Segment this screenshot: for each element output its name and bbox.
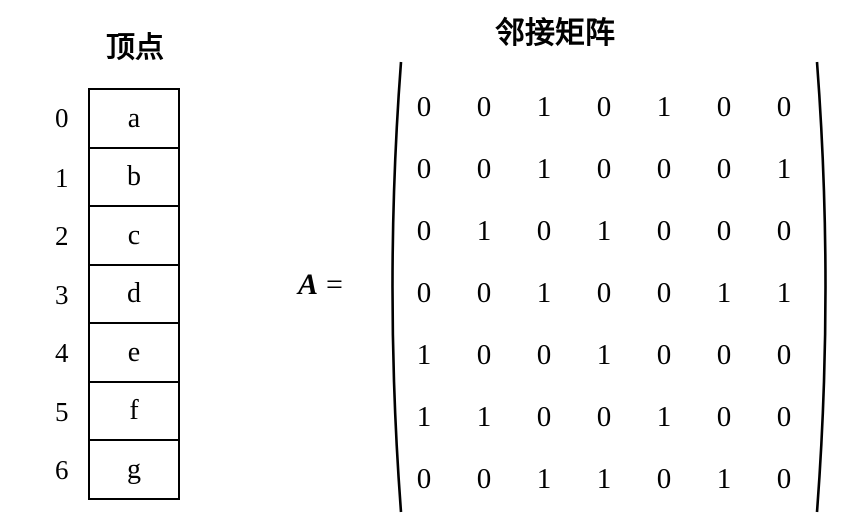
vertex-cell: e <box>88 322 180 383</box>
matrix-cell-2-3: 1 <box>596 214 612 247</box>
matrix-cell-4-5: 0 <box>716 338 732 371</box>
vertex-index: 0 <box>55 103 69 133</box>
matrix-cell-3-0: 0 <box>416 276 432 309</box>
matrix-cell-3-3: 0 <box>596 276 612 309</box>
matrix-cell-2-4: 0 <box>656 214 672 247</box>
vertex-table-title: 顶点 <box>105 32 164 64</box>
matrix-cell-3-2: 1 <box>536 276 552 309</box>
right-parenthesis-glyph <box>815 61 827 513</box>
matrix-variable: A <box>298 268 319 301</box>
vertex-index: 5 <box>55 396 69 427</box>
vertex-cell: g <box>88 439 180 500</box>
matrix-cell-6-0: 0 <box>416 462 432 495</box>
matrix-cell-2-2: 0 <box>536 214 552 247</box>
matrix-cell-5-5: 0 <box>716 400 732 433</box>
matrix-cell-4-0: 1 <box>416 338 432 371</box>
matrix-cell-6-5: 1 <box>716 462 732 495</box>
matrix-cell-6-1: 0 <box>476 462 492 495</box>
matrix-cell-2-1: 1 <box>476 214 492 247</box>
vertex-cell: b <box>88 146 180 208</box>
matrix-cell-6-2: 1 <box>536 462 552 495</box>
matrix-cell-3-6: 1 <box>776 276 792 309</box>
vertex-cell: d <box>88 263 180 325</box>
vertex-index: 6 <box>55 455 69 486</box>
matrix-cell-1-1: 0 <box>476 152 492 185</box>
matrix-cell-1-4: 0 <box>656 152 672 185</box>
matrix-cell-0-5: 0 <box>716 90 732 123</box>
matrix-cell-0-4: 1 <box>656 90 672 123</box>
vertex-cell: c <box>88 205 180 266</box>
left-parenthesis-glyph <box>391 61 403 513</box>
matrix-cell-0-0: 0 <box>416 90 432 123</box>
matrix-cell-2-0: 0 <box>416 214 432 247</box>
matrix-cell-5-6: 0 <box>776 400 792 433</box>
matrix-cell-4-4: 0 <box>656 338 672 371</box>
matrix-cell-5-3: 0 <box>596 400 612 433</box>
matrix-cell-6-6: 0 <box>776 462 792 495</box>
matrix-grid: 0 0 1 0 1 0 0 0 0 1 0 0 0 1 0 1 0 1 0 0 0 0 0 1 0 0 1 1 1 0 0 1 0 0 0 1 1 0 0 1… <box>394 76 814 510</box>
matrix-cell-2-6: 0 <box>776 214 792 247</box>
matrix-cell-1-3: 0 <box>596 152 612 185</box>
matrix-cell-3-1: 0 <box>476 276 492 309</box>
vertex-index: 4 <box>55 338 69 369</box>
matrix-cell-4-3: 1 <box>596 338 612 371</box>
matrix-cell-4-2: 0 <box>536 338 552 371</box>
matrix-cell-5-4: 1 <box>656 400 672 433</box>
matrix-cell-1-0: 0 <box>416 152 432 185</box>
vertex-index: 2 <box>55 221 69 252</box>
matrix-cell-1-5: 0 <box>716 152 732 185</box>
vertex-index: 3 <box>55 279 69 310</box>
matrix-cell-3-4: 0 <box>656 276 672 309</box>
matrix-cell-4-6: 0 <box>776 338 792 371</box>
matrix-cell-0-1: 0 <box>476 90 492 123</box>
equals-sign: = <box>326 268 343 301</box>
matrix-cell-6-3: 1 <box>596 462 612 495</box>
matrix-equation-label: A= <box>298 268 343 302</box>
matrix-cell-1-2: 1 <box>536 152 552 185</box>
matrix-cell-4-1: 0 <box>476 338 492 371</box>
matrix-cell-0-3: 0 <box>596 90 612 123</box>
matrix-cell-0-6: 0 <box>776 90 792 123</box>
vertex-cell: a <box>88 88 180 149</box>
adjacency-matrix-title: 邻接矩阵 <box>495 17 615 50</box>
matrix-cell-5-0: 1 <box>416 400 432 433</box>
matrix-cell-3-5: 1 <box>716 276 732 309</box>
matrix-cell-6-4: 0 <box>656 462 672 495</box>
matrix-cell-5-1: 1 <box>476 400 492 433</box>
vertex-index: 1 <box>55 162 69 193</box>
matrix-cell-2-5: 0 <box>716 214 732 247</box>
vertex-cell: f <box>88 380 180 442</box>
matrix-cell-5-2: 0 <box>536 400 552 433</box>
matrix-cell-0-2: 1 <box>536 90 552 123</box>
matrix-cell-1-6: 1 <box>776 152 792 185</box>
